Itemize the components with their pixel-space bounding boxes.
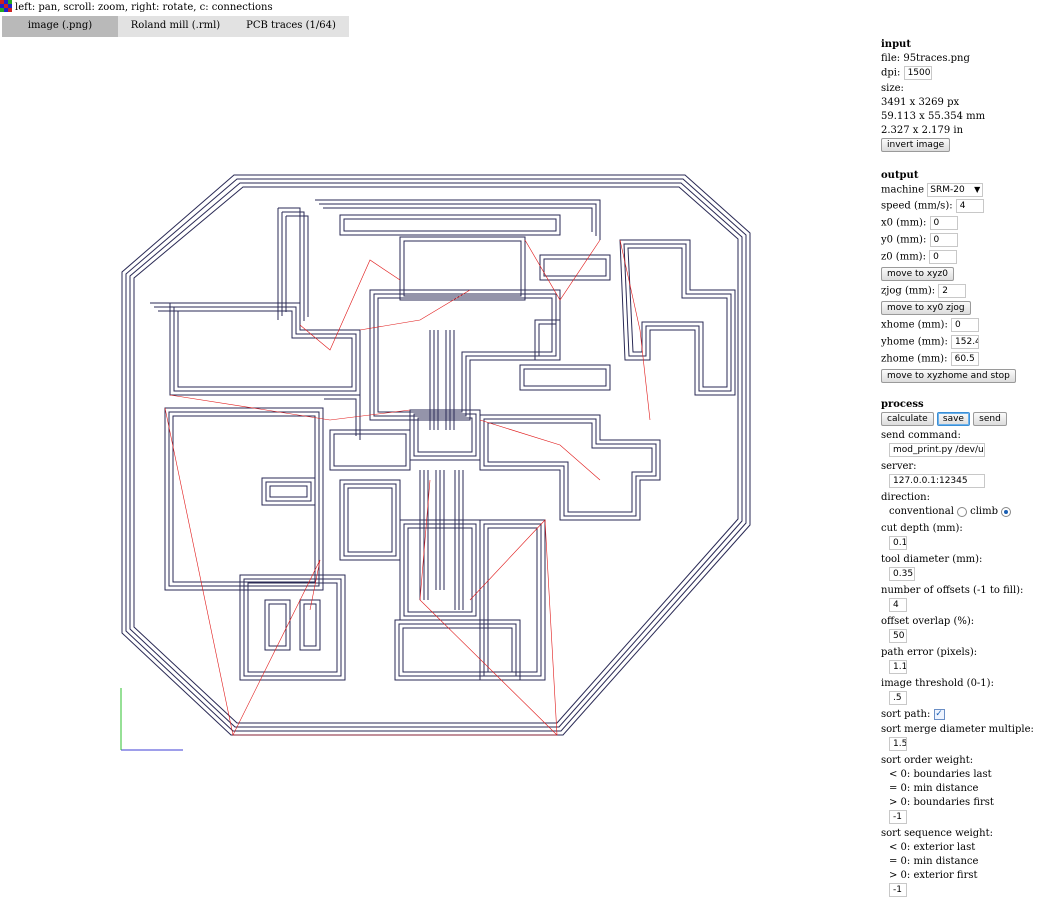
size-px: 3491 x 3269 px [881, 97, 960, 108]
cut-depth-input[interactable]: 0.1 [889, 536, 907, 550]
order-weight-label: sort order weight: [881, 755, 974, 766]
help-hint: left: pan, scroll: zoom, right: rotate, … [0, 0, 273, 15]
conventional-radio[interactable] [956, 506, 967, 517]
axis-indicator [120, 688, 183, 751]
move-xyzhome-button[interactable]: move to xyzhome and stop [881, 369, 1016, 383]
cut-depth-label: cut depth (mm): [881, 523, 963, 534]
conventional-label: conventional [889, 506, 954, 517]
calculate-button[interactable]: calculate [881, 412, 934, 426]
threshold-input[interactable]: .5 [889, 691, 907, 705]
output-heading: output [881, 170, 919, 181]
send-button[interactable]: send [973, 412, 1007, 426]
merge-label: sort merge diameter multiple: [881, 724, 1034, 735]
file-label: file: 95traces.png [881, 53, 970, 64]
zhome-input[interactable]: 60.5 [950, 352, 979, 366]
tool-diameter-label: tool diameter (mm): [881, 554, 983, 565]
threshold-label: image threshold (0-1): [881, 678, 994, 689]
order-line-1: < 0: boundaries last [889, 769, 992, 780]
x0-label: x0 (mm): [881, 217, 927, 229]
save-button[interactable]: save [936, 412, 970, 426]
sort-path-checkbox[interactable]: ✓ [933, 709, 945, 720]
machine-label: machine [881, 184, 925, 196]
help-text: left: pan, scroll: zoom, right: rotate, … [15, 2, 273, 13]
overlap-input[interactable]: 50 [889, 629, 907, 643]
z0-input[interactable]: 0 [929, 250, 958, 264]
connection-lines [164, 239, 651, 736]
move-xyz0-button[interactable]: move to xyz0 [881, 267, 954, 281]
x0-input[interactable]: 0 [929, 216, 958, 230]
xhome-input[interactable]: 0 [951, 318, 980, 332]
tab-image[interactable]: image (.png) [2, 16, 118, 37]
path-error-input[interactable]: 1.1 [889, 660, 907, 674]
climb-label: climb [970, 506, 998, 517]
yhome-label: yhome (mm): [881, 336, 948, 348]
server-label: server: [881, 461, 917, 472]
order-line-3: > 0: boundaries first [889, 797, 994, 808]
send-command-label: send command: [881, 430, 961, 441]
machine-value: SRM-20 [930, 185, 965, 195]
tab-bar: image (.png) Roland mill (.rml) PCB trac… [2, 16, 349, 37]
y0-label: y0 (mm): [881, 234, 927, 246]
process-heading: process [881, 399, 924, 410]
direction-label: direction: [881, 492, 930, 503]
settings-panel: input file: 95traces.png dpi: 1500. size… [881, 38, 1034, 900]
dpi-row: dpi: 1500. [881, 66, 1031, 82]
sequence-line-2: = 0: min distance [889, 856, 979, 867]
app-logo-icon [0, 0, 12, 12]
sequence-line-1: < 0: exterior last [889, 842, 976, 853]
yhome-input[interactable]: 152.4 [951, 335, 980, 349]
zjog-label: zjog (mm): [881, 285, 936, 297]
climb-radio[interactable] [1001, 506, 1011, 517]
chevron-down-icon: ▼ [974, 185, 981, 194]
path-error-label: path error (pixels): [881, 647, 978, 658]
sequence-line-3: > 0: exterior first [889, 870, 978, 881]
sequence-weight-input[interactable]: -1 [889, 883, 907, 897]
merge-input[interactable]: 1.5 [889, 737, 907, 751]
order-weight-input[interactable]: -1 [889, 810, 907, 824]
invert-image-button[interactable]: invert image [881, 138, 951, 152]
size-label: size: [881, 83, 904, 94]
xhome-label: xhome (mm): [881, 319, 948, 331]
speed-label: speed (mm/s): [881, 200, 953, 212]
dpi-input[interactable]: 1500. [903, 66, 932, 80]
size-in: 2.327 x 2.179 in [881, 125, 964, 136]
tool-diameter-input[interactable]: 0.35 [889, 567, 915, 581]
toolpath-canvas[interactable] [0, 38, 870, 758]
tab-pcb-traces[interactable]: PCB traces (1/64) [233, 16, 349, 37]
machine-select[interactable]: SRM-20 ▼ [927, 183, 984, 197]
server-input[interactable]: 127.0.0.1:12345 [889, 474, 985, 488]
move-xy0-zjog-button[interactable]: move to xy0 zjog [881, 301, 971, 315]
zjog-input[interactable]: 2 [938, 284, 967, 298]
zhome-label: zhome (mm): [881, 353, 948, 365]
sequence-weight-label: sort sequence weight: [881, 828, 993, 839]
toolpath-traces [121, 174, 751, 736]
z0-label: z0 (mm): [881, 251, 926, 263]
size-mm: 59.113 x 55.354 mm [881, 111, 986, 122]
offsets-input[interactable]: 4 [889, 598, 907, 612]
offsets-label: number of offsets (-1 to fill): [881, 585, 1024, 596]
dpi-label: dpi: [881, 67, 901, 79]
y0-input[interactable]: 0 [929, 233, 958, 247]
order-line-2: = 0: min distance [889, 783, 979, 794]
speed-input[interactable]: 4 [955, 199, 984, 213]
tab-roland-mill[interactable]: Roland mill (.rml) [118, 16, 233, 37]
sort-path-label: sort path: [881, 709, 931, 720]
input-heading: input [881, 39, 911, 50]
overlap-label: offset overlap (%): [881, 616, 975, 627]
send-command-input[interactable]: mod_print.py /dev/usl [889, 443, 985, 457]
